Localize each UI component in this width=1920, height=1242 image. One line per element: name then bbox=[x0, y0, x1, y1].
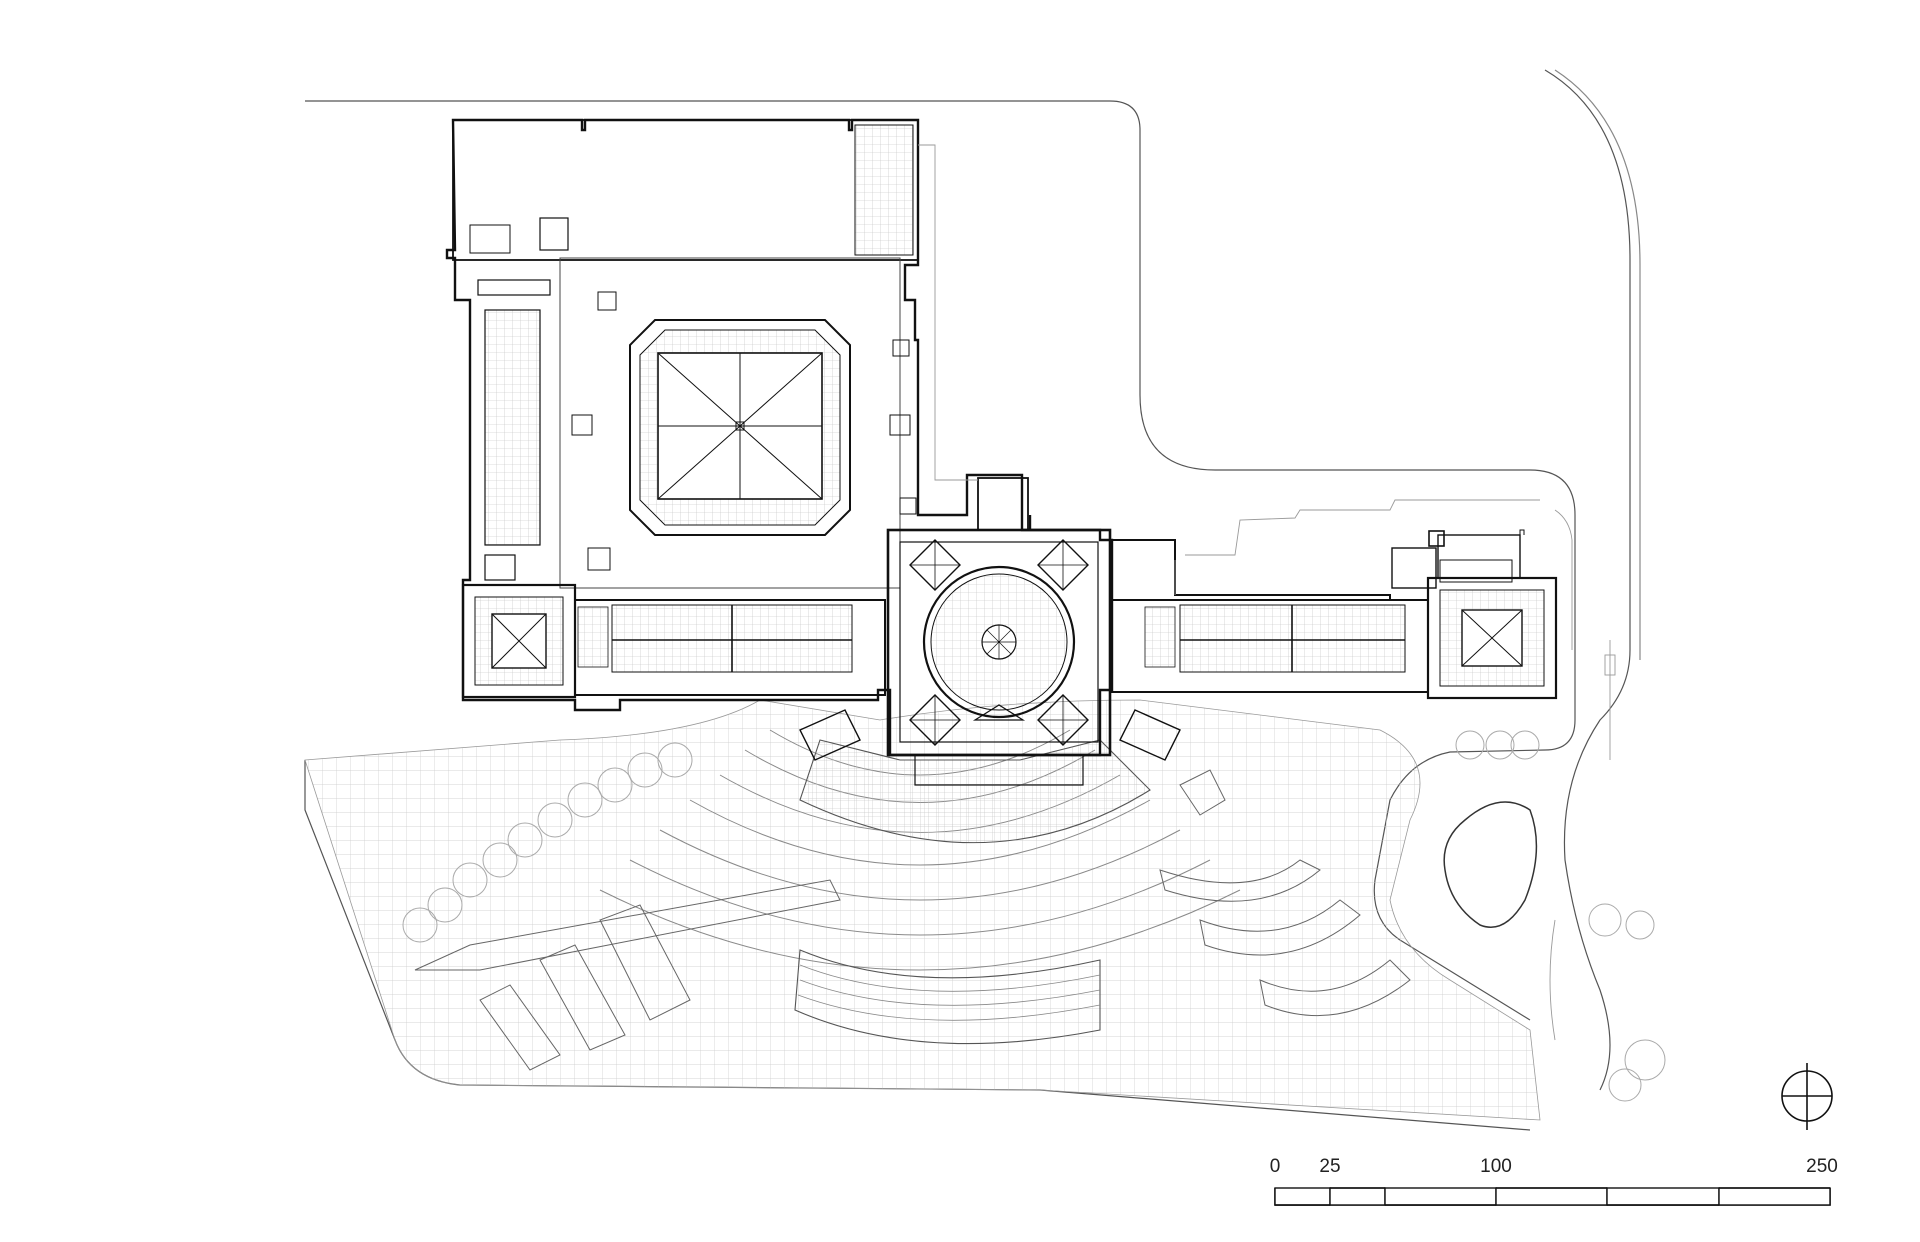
scale-bar: 0 25 100 250 bbox=[1270, 1156, 1838, 1206]
scale-label-25: 25 bbox=[1319, 1156, 1340, 1177]
scale-label-0: 0 bbox=[1270, 1156, 1281, 1177]
arc-court-steps bbox=[797, 964, 1101, 1021]
north-arrow-icon bbox=[1781, 1063, 1833, 1130]
right-terraces bbox=[1159, 769, 1411, 1017]
pond bbox=[1443, 801, 1538, 928]
building bbox=[445, 118, 1558, 786]
arc-court bbox=[794, 949, 1101, 1045]
trees bbox=[402, 730, 1666, 1102]
front-plaza bbox=[799, 739, 1151, 844]
service-lines bbox=[918, 144, 1616, 1041]
scale-label-100: 100 bbox=[1480, 1156, 1512, 1177]
scale-bar-segments bbox=[1274, 1187, 1831, 1206]
scale-label-250: 250 bbox=[1806, 1156, 1838, 1177]
left-terraces bbox=[414, 879, 841, 1071]
